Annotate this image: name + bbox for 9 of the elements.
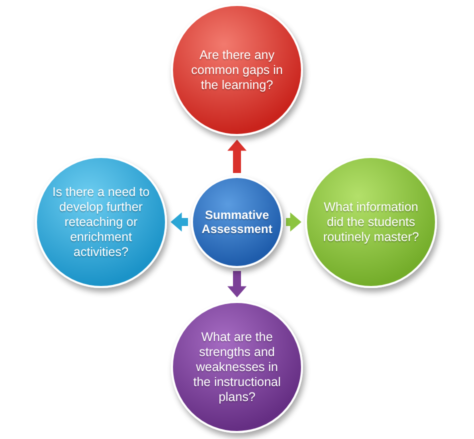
node-text: What are the strengths and weaknesses in the instructional plans? bbox=[192, 330, 282, 404]
arrow bbox=[227, 271, 247, 298]
node-text: What information did the students routinely master? bbox=[322, 200, 420, 244]
arrow bbox=[170, 212, 188, 232]
arrow bbox=[227, 140, 247, 173]
node-text: Summative Assessment bbox=[202, 208, 272, 236]
node-text: Are there any common gaps in the learning? bbox=[190, 48, 284, 92]
arrow bbox=[286, 212, 302, 232]
node-text: Is there a need to develop further reteaching or enrichment activities? bbox=[51, 184, 151, 260]
